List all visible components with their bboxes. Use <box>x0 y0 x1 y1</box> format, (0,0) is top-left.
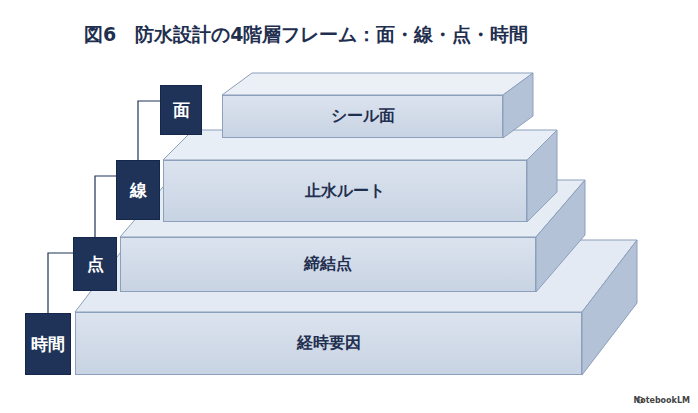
slab-top-face <box>222 73 533 95</box>
layer-label: シール面 <box>331 106 395 127</box>
bracket-connector <box>95 176 116 237</box>
watermark: NotebookLM <box>633 396 690 405</box>
layer-slab: 止水ルート <box>163 160 527 222</box>
diagram-title: 図6 防水設計の4階層フレーム：面・線・点・時間 <box>84 22 528 48</box>
layer-slab: シール面 <box>222 95 503 138</box>
layer-label: 経時要因 <box>297 333 361 354</box>
slab-side-face <box>582 240 637 375</box>
level-tag: 時間 <box>25 313 71 375</box>
level-tag: 点 <box>73 237 117 291</box>
layer-slab: 締結点 <box>120 237 536 292</box>
slab-side-face <box>527 130 557 222</box>
level-label: 点 <box>87 253 104 276</box>
level-tag: 面 <box>160 85 202 135</box>
layer-label: 止水ルート <box>305 181 385 202</box>
level-label: 線 <box>130 179 147 202</box>
bracket-connector <box>48 253 73 313</box>
level-label: 時間 <box>31 333 65 356</box>
level-label: 面 <box>173 99 190 122</box>
bracket-connector <box>138 101 160 160</box>
layer-slab: 経時要因 <box>75 312 582 375</box>
layer-label: 締結点 <box>304 254 352 275</box>
slab-side-face <box>503 73 533 138</box>
level-tag: 線 <box>116 160 160 220</box>
